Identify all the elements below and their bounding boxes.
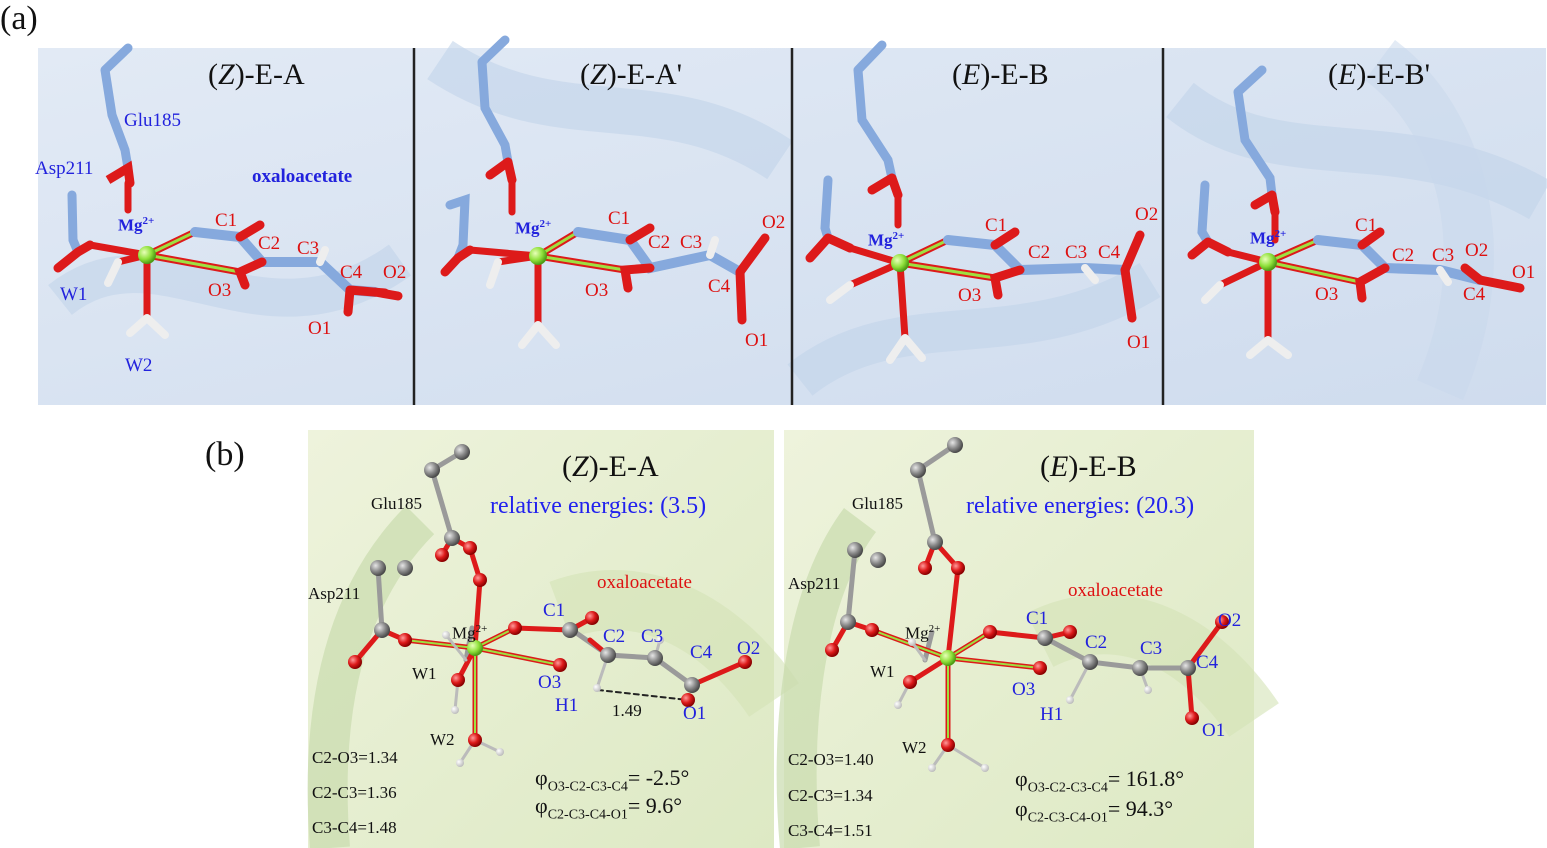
label-w2: W2 <box>125 355 153 376</box>
label-c3: C3 <box>1432 245 1455 266</box>
label-c1: C1 <box>608 208 631 229</box>
label-c2: C2 <box>603 626 626 647</box>
label-c2: C2 <box>258 233 281 254</box>
panel-a-label: (a) <box>0 0 38 37</box>
label-o3: O3 <box>1315 284 1339 305</box>
label-mg: Mg2+ <box>1250 228 1287 248</box>
label-o3: O3 <box>585 280 609 301</box>
label-mg: Mg2+ <box>515 218 552 238</box>
label-o3: O3 <box>958 285 982 306</box>
label-c4: C4 <box>708 276 731 297</box>
label-mg: Mg2+ <box>905 623 941 643</box>
dihedral-phi-2: φC2-C3-C4-O1= 9.6° <box>535 793 683 823</box>
label-glu185: Glu185 <box>371 494 422 513</box>
energy-label-right: relative energies: (20.3) <box>966 493 1195 519</box>
subpanel-b-right-title: (E)-E-B <box>1040 450 1137 483</box>
label-oxaloacetate: oxaloacetate <box>1068 580 1163 601</box>
bond-length-3: C3-C4=1.51 <box>788 821 873 840</box>
dihedral-phi-1: φO3-C2-C3-C4= -2.5° <box>535 765 690 795</box>
label-c1: C1 <box>985 215 1008 236</box>
label-mg: Mg2+ <box>118 215 155 235</box>
label-c4: C4 <box>340 262 363 283</box>
label-o2: O2 <box>762 212 786 233</box>
label-o1: O1 <box>1202 720 1226 741</box>
label-glu185: Glu185 <box>852 494 903 513</box>
label-w1: W1 <box>412 664 437 683</box>
bond-length-2: C2-C3=1.36 <box>312 783 397 802</box>
label-c3: C3 <box>680 232 703 253</box>
label-o3: O3 <box>208 280 232 301</box>
label-c3: C3 <box>1140 638 1163 659</box>
label-oxaloacetate: oxaloacetate <box>597 572 692 593</box>
molecule-a4 <box>1187 65 1525 359</box>
bond-length-1: C2-O3=1.40 <box>788 750 874 769</box>
label-c4: C4 <box>1196 652 1219 673</box>
label-c4: C4 <box>690 642 713 663</box>
molecule-b-right <box>825 437 1229 772</box>
label-c3: C3 <box>641 626 664 647</box>
label-c2: C2 <box>1392 245 1415 266</box>
label-oxaloacetate: oxaloacetate <box>252 166 353 187</box>
label-asp211: Asp211 <box>35 158 94 179</box>
subpanel-a3-title: (E)-E-B <box>952 58 1049 91</box>
label-c3: C3 <box>1065 242 1088 263</box>
label-hbond-distance: 1.49 <box>612 701 642 720</box>
label-c2: C2 <box>1085 632 1108 653</box>
panel-a-dividers <box>412 48 1165 405</box>
label-o2: O2 <box>383 262 407 283</box>
label-w1: W1 <box>60 284 88 305</box>
subpanel-b-left-title: (Z)-E-A <box>562 450 659 483</box>
bond-length-3: C3-C4=1.48 <box>312 818 397 837</box>
label-asp211: Asp211 <box>788 574 841 593</box>
label-o3: O3 <box>538 672 562 693</box>
molecule-b-left <box>348 444 752 767</box>
label-o2: O2 <box>1218 610 1242 631</box>
label-c4: C4 <box>1098 242 1121 263</box>
panel-b-label: (b) <box>205 436 245 473</box>
label-o1: O1 <box>683 703 707 724</box>
panel-b-background <box>307 430 1279 848</box>
label-o1: O1 <box>1127 332 1151 353</box>
molecule-a2 <box>440 35 770 349</box>
label-o2: O2 <box>737 638 761 659</box>
label-o3: O3 <box>1012 679 1036 700</box>
label-w2: W2 <box>902 738 927 757</box>
label-c1: C1 <box>543 600 566 621</box>
label-c1: C1 <box>215 210 238 231</box>
label-o2: O2 <box>1135 204 1159 225</box>
subpanel-a2-title: (Z)-E-A' <box>580 58 683 91</box>
energy-label-left: relative energies: (3.5) <box>490 493 707 519</box>
bond-length-1: C2-O3=1.34 <box>312 748 398 767</box>
label-h1: H1 <box>1040 704 1064 725</box>
label-c1: C1 <box>1355 215 1378 236</box>
label-o1: O1 <box>308 318 332 339</box>
label-o1: O1 <box>1512 262 1536 283</box>
label-h1: H1 <box>555 695 579 716</box>
molecule-a3 <box>805 40 1145 364</box>
dihedral-phi-2: φC2-C3-C4-O1= 94.3° <box>1015 796 1174 826</box>
label-o1: O1 <box>745 330 769 351</box>
molecule-a1 <box>53 43 403 339</box>
label-c4: C4 <box>1463 284 1486 305</box>
label-w2: W2 <box>430 730 455 749</box>
label-mg: Mg2+ <box>868 230 905 250</box>
bond-length-2: C2-C3=1.34 <box>788 786 873 805</box>
subpanel-a4-title: (E)-E-B' <box>1328 58 1431 91</box>
label-glu185: Glu185 <box>124 110 181 131</box>
label-c1: C1 <box>1026 608 1049 629</box>
label-c2: C2 <box>1028 242 1051 263</box>
subpanel-a1-title: (Z)-E-A <box>208 58 305 91</box>
label-w1: W1 <box>870 662 895 681</box>
label-mg: Mg2+ <box>452 623 488 643</box>
dihedral-phi-1: φO3-C2-C3-C4= 161.8° <box>1015 766 1185 796</box>
label-c3: C3 <box>297 238 320 259</box>
label-c2: C2 <box>648 232 671 253</box>
label-o2: O2 <box>1465 240 1489 261</box>
label-asp211: Asp211 <box>308 584 361 603</box>
